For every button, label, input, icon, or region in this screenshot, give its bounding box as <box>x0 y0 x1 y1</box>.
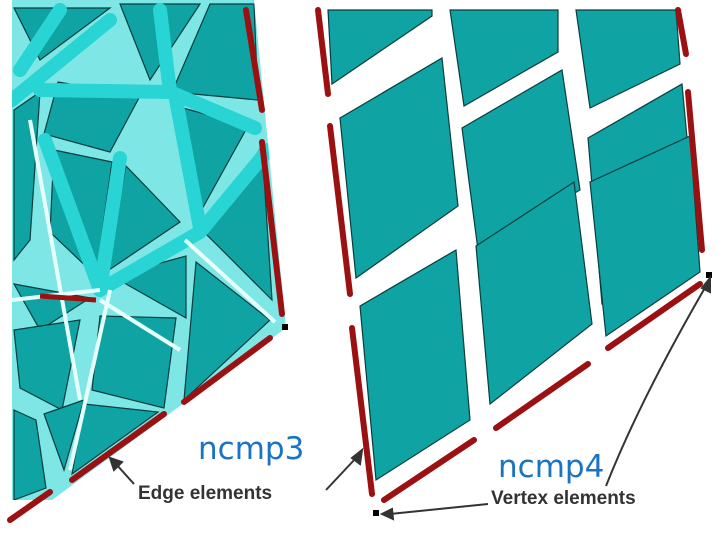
edge-element <box>259 139 285 317</box>
edge-arrow-left <box>115 463 135 485</box>
edge-element <box>685 89 705 253</box>
quad-element <box>327 9 433 86</box>
quad-element <box>449 9 559 107</box>
vertex-element <box>706 272 712 278</box>
triangle-element <box>43 399 85 472</box>
edge-element <box>381 437 477 503</box>
vertex-arrow-right-head <box>700 275 711 294</box>
edge-element <box>327 123 353 297</box>
right-mesh-panel <box>315 7 712 516</box>
edge-element <box>493 361 591 431</box>
vertex-element <box>373 510 379 516</box>
edge-element <box>315 7 331 97</box>
vertex-arrow-right <box>605 285 707 487</box>
edge-arrow-right-head <box>350 447 364 466</box>
edge-element <box>39 293 97 303</box>
quad-elements <box>327 9 701 482</box>
left-mesh-panel <box>12 0 286 500</box>
callout-arrows <box>108 275 711 521</box>
edge-element <box>7 489 53 523</box>
vertex-arrow-left-head <box>379 507 395 521</box>
edge-arrow-left-head <box>108 456 124 472</box>
vertex-element <box>282 324 288 330</box>
edge-element <box>675 7 689 57</box>
quad-element <box>339 57 459 280</box>
vertex-arrow-left <box>389 503 489 515</box>
quad-element <box>475 180 593 406</box>
edge-element <box>605 281 703 351</box>
left-panel-label: ncmp3 <box>198 431 304 467</box>
left-edge-elements <box>7 7 285 523</box>
triangle-element <box>183 260 271 402</box>
quad-element <box>359 249 471 482</box>
edge-elements-label: Edge elements <box>138 483 272 504</box>
edge-arrow-right <box>325 457 357 491</box>
triangle-element <box>13 409 47 500</box>
interface-spines <box>12 3 275 297</box>
edge-element <box>181 335 273 405</box>
edge-element <box>349 325 375 497</box>
quad-element <box>575 9 681 109</box>
edge-element <box>243 7 265 113</box>
quad-element <box>589 135 701 338</box>
right-panel-label: ncmp4 <box>498 449 604 485</box>
vertex-elements-label: Vertex elements <box>491 488 636 509</box>
edge-element <box>69 411 167 483</box>
right-edge-elements <box>315 7 705 503</box>
